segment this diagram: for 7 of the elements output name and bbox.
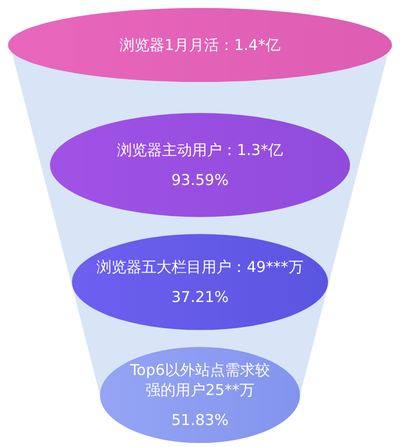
stage-label: 浏览器五大栏目用户：49***万 bbox=[96, 256, 304, 277]
stage-label: Top6以外站点需求较强的用户25**万 bbox=[129, 360, 271, 400]
stage-label: 浏览器主动用户：1.3*亿 bbox=[116, 140, 284, 160]
stage-label: 浏览器1月月活：1.4*亿 bbox=[120, 34, 280, 56]
percent-label: 51.83% bbox=[171, 410, 229, 430]
percent-label: 37.21% bbox=[171, 287, 229, 308]
percent-label: 93.59% bbox=[171, 170, 229, 190]
